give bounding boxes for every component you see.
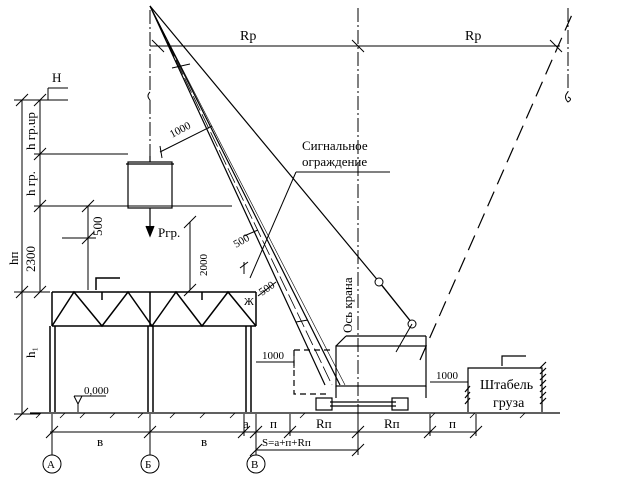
load-block	[126, 156, 174, 238]
h-gr-label: h гр.	[23, 171, 38, 196]
axis-circles	[42, 454, 266, 474]
h-marker-label: H	[52, 70, 61, 85]
h-gr-up-label: h гр.up	[23, 112, 38, 150]
dim-2000-label: 2000	[198, 254, 210, 277]
crane-1000-dim	[256, 352, 295, 368]
p-gr-label: Pгр.	[158, 225, 180, 240]
axis-b-label: Б	[145, 459, 151, 471]
crane-axis-label: Ось крана	[340, 277, 355, 333]
building-columns	[49, 326, 252, 412]
dim-2300-label: 2300	[23, 246, 38, 272]
dim-500-inner	[62, 199, 96, 290]
rp-label-left: Rp	[240, 29, 256, 44]
dim-500-b-label: 500	[232, 232, 253, 251]
bottom-rp2-label: Rп	[384, 416, 400, 431]
bottom-p2-label: п	[449, 416, 456, 431]
h-n-label: hп	[6, 252, 21, 266]
signal-label-line1: Сигнальное	[302, 138, 368, 153]
stack-label-line2: груза	[493, 396, 525, 411]
building-truss	[51, 277, 257, 328]
bottom-rp1-label: Rп	[316, 416, 332, 431]
right-hook-icon	[565, 91, 571, 103]
bottom-a-label: а	[243, 416, 249, 431]
bottom-v1-label: в	[97, 434, 103, 449]
dim-2000	[183, 215, 197, 297]
stack-1000-label: 1000	[436, 370, 459, 382]
cargo-stack	[464, 355, 547, 412]
axis-v-label: В	[251, 459, 258, 471]
crane-mast	[374, 277, 417, 353]
zh-label: Ж	[244, 296, 254, 308]
stack-label-line1: Штабель	[480, 378, 533, 393]
signal-leader	[249, 171, 390, 279]
bottom-v2-label: в	[201, 434, 207, 449]
bottom-dim-lines	[45, 414, 483, 457]
axis-a-label: А	[47, 459, 55, 471]
ground-hatch	[35, 412, 526, 419]
rp-dimension	[150, 39, 563, 53]
right-boom-dashed	[419, 9, 575, 361]
elevation-label: 0,000	[84, 385, 109, 397]
hook-icon	[147, 91, 151, 101]
crane-1000-label: 1000	[262, 350, 285, 362]
formula-label: S=а+п+Rп	[262, 437, 311, 449]
boom-1000-dim	[159, 125, 213, 159]
rp-label-right: Rp	[465, 29, 481, 44]
h1-label: h₁	[23, 347, 38, 358]
left-vertical-dims	[14, 87, 232, 421]
elevation-marker	[73, 395, 106, 412]
dim-500-a-label: 500	[90, 217, 105, 237]
bottom-p1-label: п	[270, 416, 277, 431]
signal-label-line2: ограждение	[302, 154, 367, 169]
crane-body	[293, 335, 427, 411]
crane-boom	[149, 5, 381, 386]
signal-barrier	[239, 229, 277, 297]
